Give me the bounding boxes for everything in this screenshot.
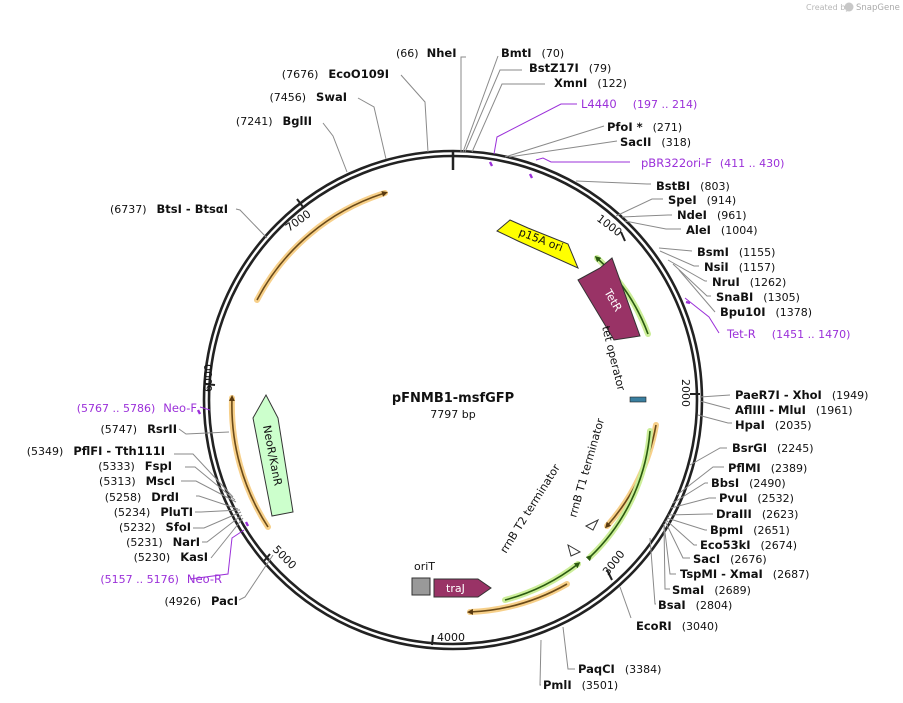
feature-neor-kanr[interactable]: NeoR/KanR [252, 393, 294, 517]
orit-label: oriT [414, 560, 435, 573]
enzyme-labels-left: (4926)PacI (5230)KasI (5231)NarI (5232)S… [27, 67, 389, 608]
enzyme-site[interactable]: SacI(2676) [693, 552, 767, 566]
enzyme-site[interactable]: (7241)BglII [236, 114, 312, 128]
primer-markers [189, 103, 720, 580]
tick-2000: 2000 [679, 379, 692, 407]
tick-4000: 4000 [437, 631, 465, 644]
enzyme-site[interactable]: SpeI(914) [668, 193, 736, 207]
credit-prefix: Created by [806, 3, 850, 12]
enzyme-site[interactable]: (5231)NarI [126, 535, 200, 549]
credit-brand: SnapGene [856, 3, 900, 13]
enzyme-site[interactable]: PvuI(2532) [719, 491, 794, 505]
enzyme-site[interactable]: (5313)MscI [99, 474, 175, 488]
p15a-ori-shape [496, 219, 579, 269]
enzyme-site[interactable]: HpaI(2035) [735, 418, 811, 432]
primer-site[interactable]: L4440(197 .. 214) [581, 97, 697, 111]
primer-site[interactable]: pBR322ori-F(411 .. 430) [641, 156, 784, 170]
enzyme-site[interactable]: SacII(318) [620, 135, 691, 149]
enzyme-site[interactable]: SnaBI(1305) [716, 290, 800, 304]
feature-p15a-ori[interactable]: p15A ori [496, 219, 579, 269]
traj-label: traJ [446, 582, 465, 595]
terminator-arcs [502, 255, 653, 603]
enzyme-site[interactable]: PaqCI(3384) [578, 662, 661, 676]
orit-marker [411, 577, 431, 596]
backbone-ticks [204, 198, 700, 646]
enzyme-site[interactable]: BsrGI(2245) [732, 441, 814, 455]
neor-kanr-shape [252, 393, 294, 517]
enzyme-site[interactable]: EcoRI(3040) [636, 619, 718, 633]
enzyme-site[interactable]: DraIII(2623) [716, 507, 798, 521]
traj-shape [433, 578, 492, 598]
tick-6000: 6000 [202, 364, 215, 392]
enzyme-site[interactable]: BbsI(2490) [711, 476, 786, 490]
enzyme-site[interactable]: TspMI - XmaI(2687) [680, 567, 809, 581]
enzyme-site[interactable]: PflMI(2389) [728, 461, 807, 475]
enzyme-site[interactable]: (5232)SfoI [119, 520, 191, 534]
enzyme-site[interactable]: (6737)BtsI - BtsαI [110, 202, 228, 216]
enzyme-site[interactable]: NruI(1262) [712, 275, 786, 289]
enzyme-site[interactable]: (5234)PluTI [114, 505, 193, 519]
enzyme-site[interactable]: (5747)RsrII [100, 422, 177, 436]
enzyme-site[interactable]: XmnI(122) [554, 76, 627, 90]
plasmid-size: 7797 bp [430, 408, 475, 421]
backbone [202, 149, 704, 651]
feature-tetr[interactable]: TetR [577, 257, 641, 341]
enzyme-site[interactable]: (7676)EcoO109I [282, 67, 389, 81]
enzyme-site[interactable]: Eco53kI(2674) [700, 538, 797, 552]
enzyme-site[interactable]: SmaI(2689) [672, 583, 751, 597]
enzyme-site[interactable]: AleI(1004) [686, 223, 758, 237]
enzyme-labels-right: (66)NheI BmtI(70) BstZ17I(79) XmnI(122) … [396, 46, 868, 692]
enzyme-site[interactable]: (66)NheI [396, 46, 456, 60]
enzyme-site[interactable]: (5230)KasI [134, 550, 208, 564]
enzyme-site[interactable]: AflIII - MluI(1961) [735, 403, 852, 417]
enzyme-site[interactable]: NdeI(961) [677, 208, 747, 222]
primer-site[interactable]: (5767 .. 5786)Neo-F [77, 401, 197, 415]
enzyme-site[interactable]: BstZ17I(79) [529, 61, 611, 75]
snapgene-logo-icon [844, 2, 854, 12]
enzyme-site[interactable]: (5333)FspI [98, 459, 172, 473]
rrnb-t2-marker [567, 543, 582, 557]
enzyme-site[interactable]: PfoI *(271) [607, 120, 682, 134]
enzyme-site[interactable]: (7456)SwaI [269, 90, 347, 104]
enzyme-site[interactable]: Bpu10I(1378) [720, 305, 812, 319]
enzyme-site[interactable]: (5349)PflFI - Tth111I [27, 444, 165, 458]
primer-site[interactable]: (5157 .. 5176)Neo-R [100, 572, 222, 586]
enzyme-site[interactable]: PmlI(3501) [543, 678, 618, 692]
enzyme-site[interactable]: NsiI(1157) [704, 260, 775, 274]
rrnb-t1-marker [584, 518, 600, 531]
orf-arcs [228, 190, 659, 615]
enzyme-site[interactable]: BsmI(1155) [697, 245, 775, 259]
enzyme-leader-lines [174, 55, 732, 686]
enzyme-site[interactable]: (4926)PacI [164, 594, 238, 608]
enzyme-site[interactable]: BmtI(70) [501, 46, 564, 60]
enzyme-site[interactable]: (5258)DrdI [105, 490, 179, 504]
primer-labels: L4440(197 .. 214) pBR322ori-F(411 .. 430… [77, 97, 851, 586]
plasmid-name: pFNMB1-msfGFP [392, 391, 514, 406]
primer-site[interactable]: Tet-R(1451 .. 1470) [726, 327, 850, 341]
enzyme-site[interactable]: BpmI(2651) [710, 523, 790, 537]
rrnb-t1-label: rrnB T1 terminator [566, 416, 607, 518]
enzyme-site[interactable]: PaeR7I - XhoI(1949) [735, 388, 868, 402]
enzyme-site[interactable]: BstBI(803) [656, 179, 730, 193]
feature-traj[interactable]: traJ [433, 578, 492, 598]
rrnb-t2-label: rrnB T2 terminator [498, 462, 564, 556]
enzyme-site[interactable]: BsaI(2804) [658, 598, 732, 612]
tetr-shape [577, 257, 641, 341]
tet-operator-marker [629, 396, 647, 403]
